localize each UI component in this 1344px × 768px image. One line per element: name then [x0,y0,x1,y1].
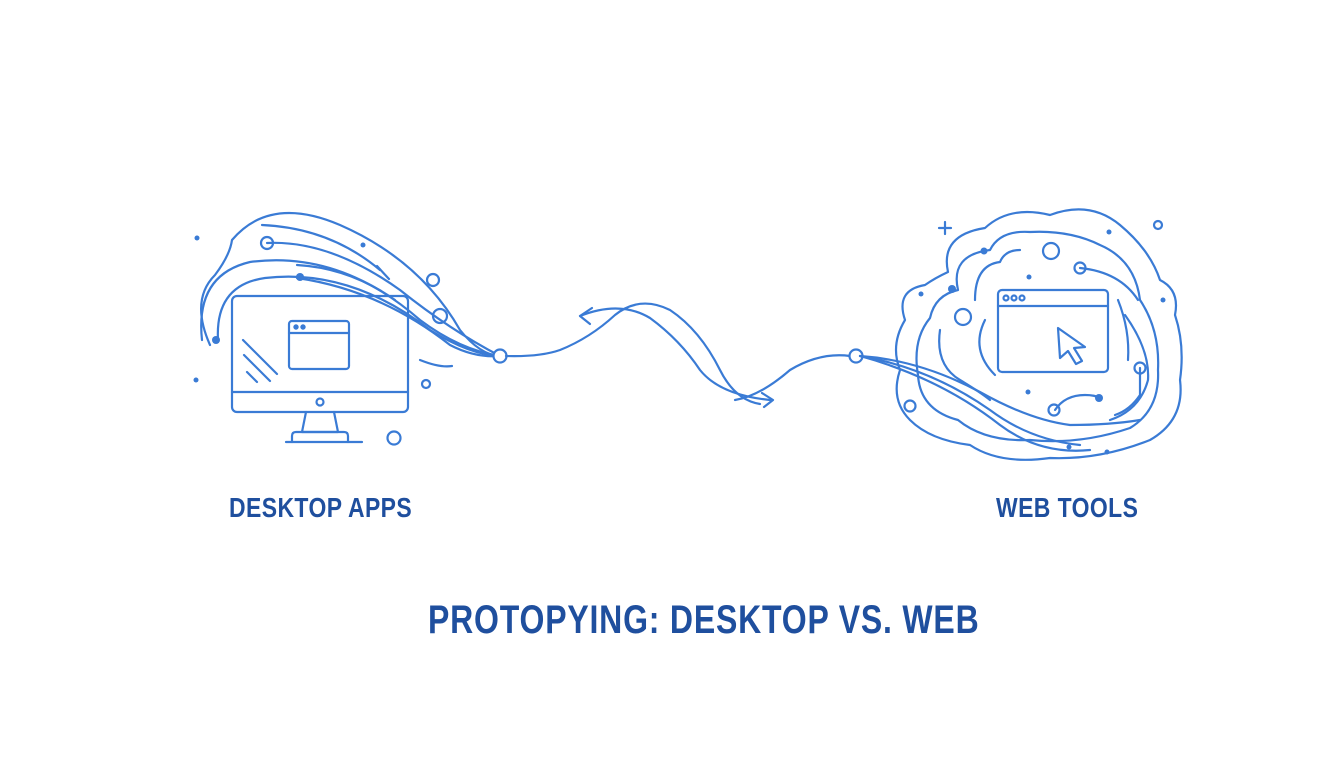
diagram-title: PROTOPYING: DESKTOP VS. WEB [428,598,980,642]
web-cloud-lines [858,208,1183,461]
browser-window-cursor-icon [996,288,1110,374]
bidirectional-connector [504,302,864,409]
desktop-apps-label: DESKTOP APPS [229,492,413,523]
web-tools-label: WEB TOOLS [996,492,1139,523]
desktop-stream-lines [200,211,508,446]
desktop-monitor-icon [230,294,410,444]
